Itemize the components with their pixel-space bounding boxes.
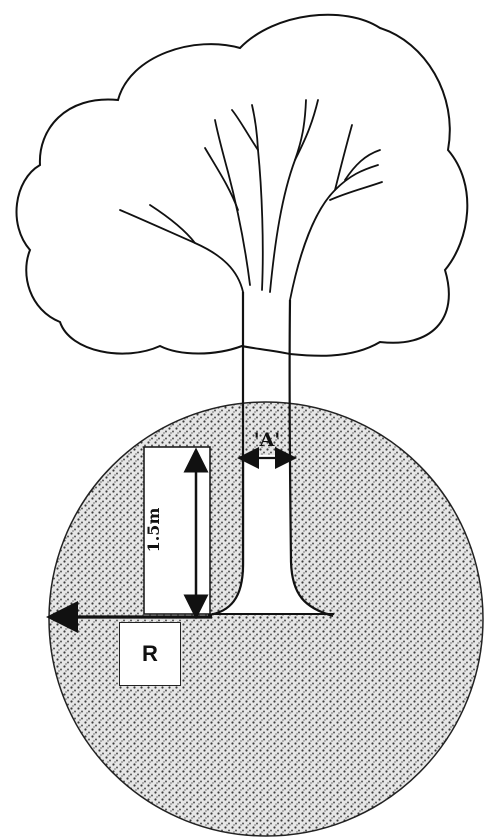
radius-label: R <box>142 641 158 667</box>
height-label: 1.5m <box>144 508 163 553</box>
trunk-width-label: 'A' <box>254 429 280 451</box>
radius-label-box: R <box>119 622 181 686</box>
